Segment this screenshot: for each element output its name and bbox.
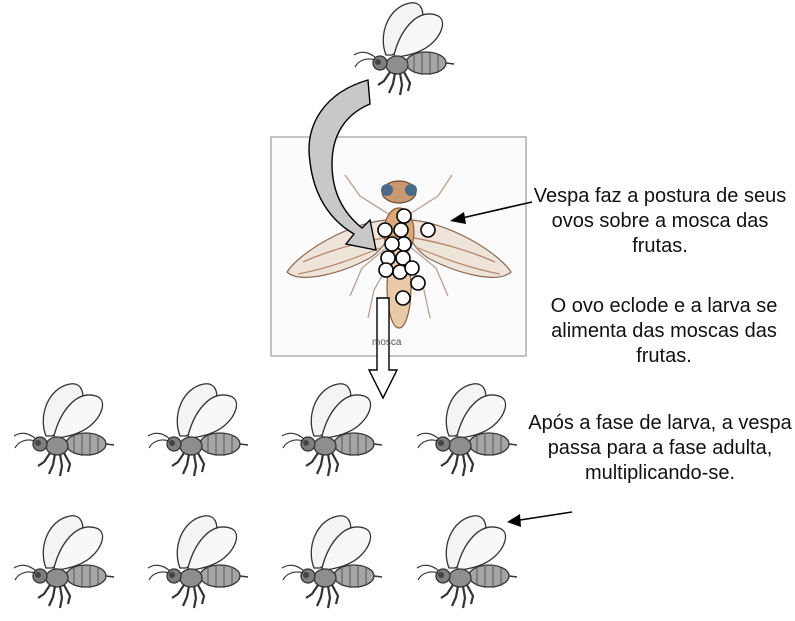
egg-icon [394, 223, 408, 237]
caption-egg-laying: Vespa faz a postura de seus ovos sobre a… [532, 184, 788, 259]
egg-icon [405, 261, 419, 275]
egg-icon [411, 276, 425, 290]
egg-icon [379, 263, 393, 277]
wasp-icon [282, 516, 382, 608]
wasp-icon [417, 384, 517, 476]
pointer-arrow-to-offspring [507, 512, 572, 527]
egg-icon [396, 291, 410, 305]
egg-icon [397, 209, 411, 223]
wasp-icon [417, 516, 517, 608]
caption-larva-feeding: O ovo eclode e a larva se alimenta das m… [534, 294, 794, 369]
wasp-icon [354, 3, 454, 95]
egg-icon [385, 237, 399, 251]
wasp-icon [14, 384, 114, 476]
fruit-fly-image-label: mosca [372, 337, 401, 348]
wasp-icon [148, 516, 248, 608]
wasp-icon [148, 384, 248, 476]
egg-icon [378, 223, 392, 237]
caption-adult-multiplying: Após a fase de larva, a vespa passa para… [526, 411, 794, 486]
wasp-icon [14, 516, 114, 608]
egg-icon [421, 223, 435, 237]
wasp-icon [282, 384, 382, 476]
